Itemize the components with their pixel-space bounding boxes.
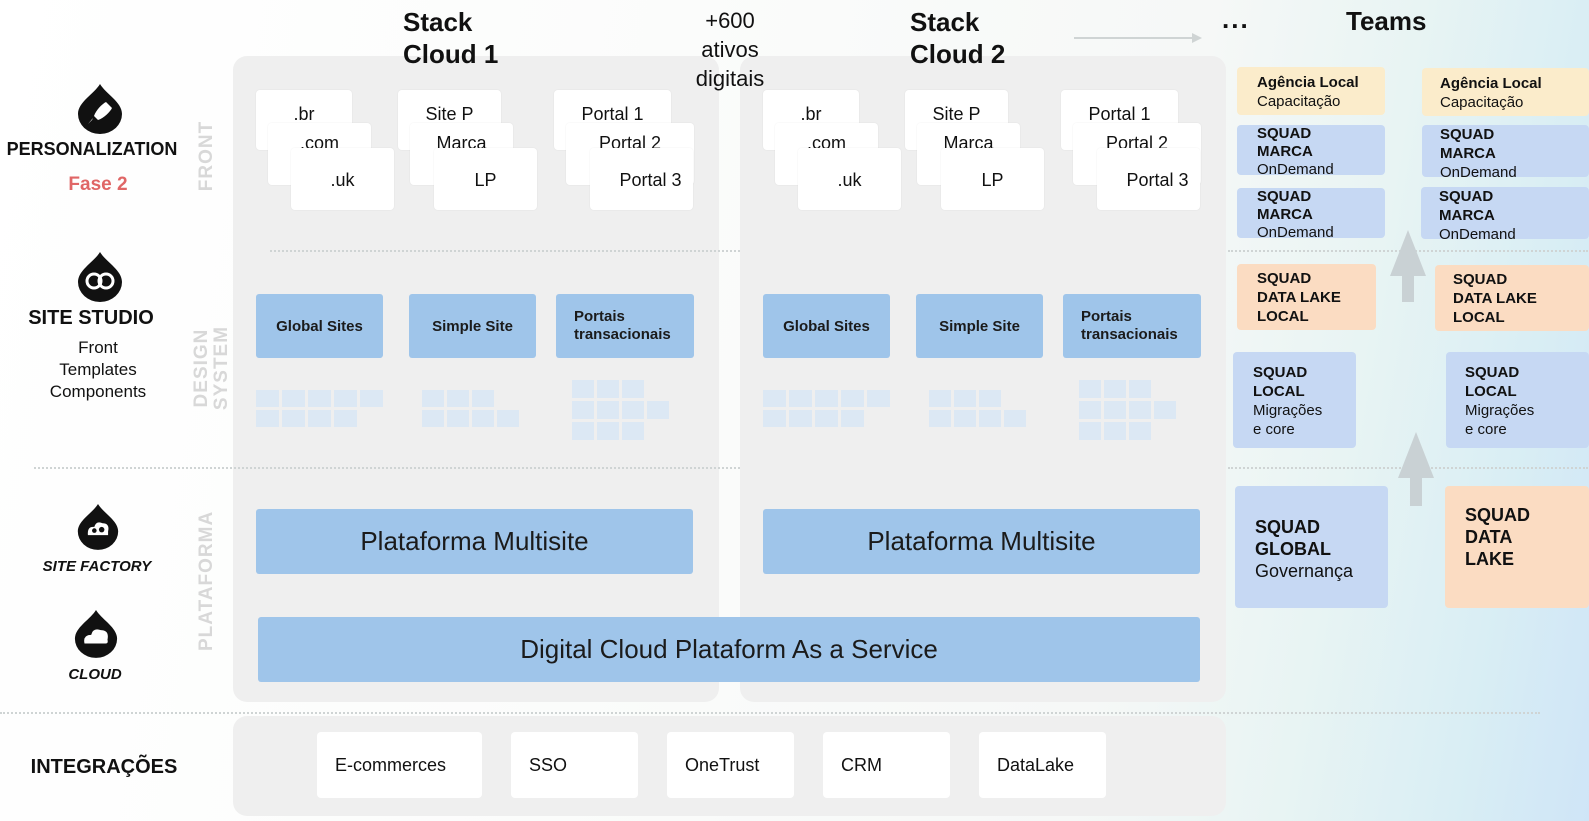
front-card: LP bbox=[941, 148, 1044, 210]
front-card: LP bbox=[434, 148, 537, 210]
teams-title: Teams bbox=[1346, 6, 1427, 36]
divider-integrations bbox=[0, 712, 1540, 714]
divider-front-design bbox=[270, 250, 740, 252]
integracoes-label: INTEGRAÇÕES bbox=[30, 756, 178, 778]
cloud-drop-icon bbox=[74, 610, 118, 658]
cloud-platform-bar: Digital Cloud Plataform As a Service bbox=[258, 617, 1200, 682]
personalization-label: PERSONALIZATION bbox=[6, 139, 178, 159]
component-grid bbox=[763, 390, 890, 427]
design-box-simple-site: Simple Site bbox=[916, 294, 1043, 358]
component-grid bbox=[572, 380, 669, 440]
component-grid bbox=[1079, 380, 1176, 440]
design-box-simple-site: Simple Site bbox=[409, 294, 536, 358]
component-grid bbox=[929, 390, 1026, 427]
site-studio-label: SITE STUDIO bbox=[28, 307, 154, 329]
integration-crm: CRM bbox=[823, 732, 950, 798]
site-factory-drop-icon bbox=[77, 504, 119, 550]
arrow-up-icon bbox=[1398, 432, 1434, 506]
site-studio-drop-icon bbox=[78, 252, 122, 302]
front-card: Portal 3 bbox=[1097, 148, 1200, 210]
integration-onetrust: OneTrust bbox=[667, 732, 794, 798]
layer-label-platform: PLATAFORMA bbox=[196, 510, 217, 651]
integration-sso: SSO bbox=[511, 732, 638, 798]
integration-datalake: DataLake bbox=[979, 732, 1106, 798]
front-card: .uk bbox=[291, 148, 394, 210]
rocket-drop-icon bbox=[78, 84, 122, 134]
layer-label-front: FRONT bbox=[196, 120, 217, 192]
front-card: Portal 3 bbox=[590, 148, 693, 210]
design-box-global-sites: Global Sites bbox=[256, 294, 383, 358]
design-box-portais: Portais transacionais bbox=[1063, 294, 1201, 358]
arrow-up-icon bbox=[1390, 230, 1426, 302]
divider-design-platform bbox=[34, 467, 740, 469]
component-grid bbox=[256, 390, 383, 427]
integration-ecommerces: E-commerces bbox=[317, 732, 482, 798]
component-grid bbox=[422, 390, 519, 427]
design-box-global-sites: Global Sites bbox=[763, 294, 890, 358]
platform-multisite-bar: Plataforma Multisite bbox=[256, 509, 693, 574]
arrow-right-icon bbox=[1074, 33, 1202, 43]
design-box-portais: Portais transacionais bbox=[556, 294, 694, 358]
platform-multisite-bar: Plataforma Multisite bbox=[763, 509, 1200, 574]
ellipsis: ... bbox=[1222, 4, 1250, 34]
cloud-label: CLOUD bbox=[68, 666, 122, 683]
fase-label: Fase 2 bbox=[68, 174, 128, 195]
front-card: .uk bbox=[798, 148, 901, 210]
site-factory-label: SITE FACTORY bbox=[42, 558, 152, 575]
